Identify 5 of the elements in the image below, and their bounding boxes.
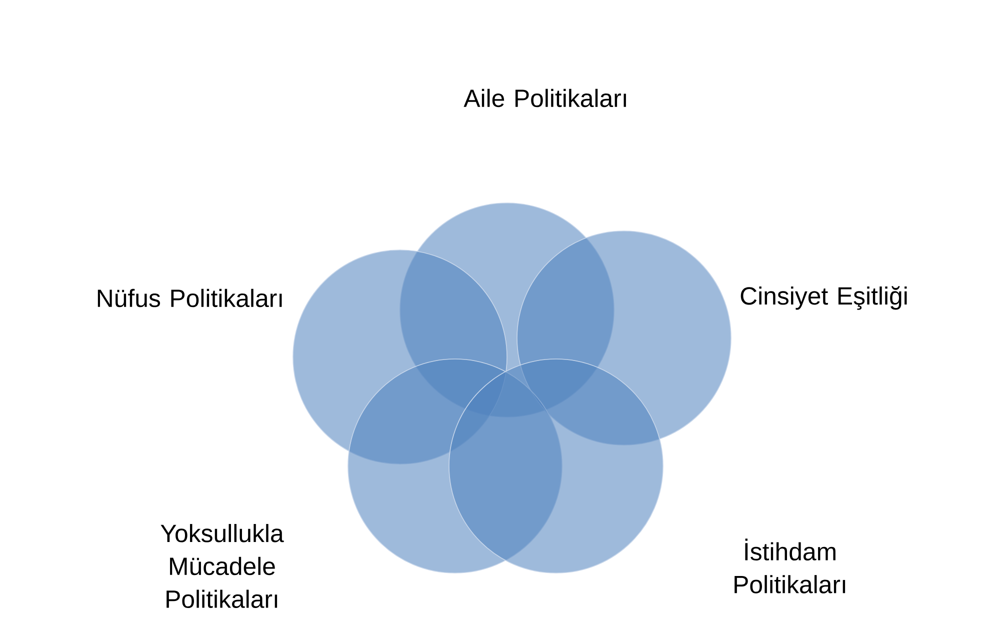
circle-label: İstihdam Politikaları [734, 538, 846, 594]
circle-label: Yoksullukla Mücadele Politikaları [160, 524, 284, 608]
circle-label: Aile Politikaları [464, 88, 626, 108]
circle-label: Nüfus Politikaları [98, 288, 282, 308]
circle-label: Cinsiyet Eşitliği [740, 286, 907, 310]
